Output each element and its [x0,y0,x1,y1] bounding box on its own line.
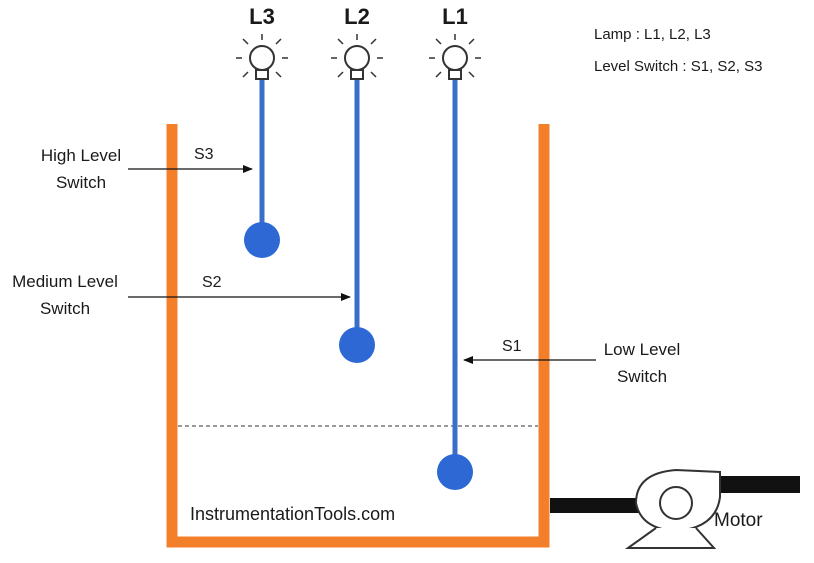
lamp-label-l3: L3 [249,4,275,29]
motor-pump-icon [624,468,721,549]
lamp-bulb-icon [429,34,481,80]
switch-tag-s1: S1 [502,338,522,355]
medium-level-switch-line1: Medium Level [12,272,118,291]
high-level-switch-label: High Level Switch [30,142,132,196]
high-level-switch-line2: Switch [55,173,107,192]
outlet-pipe [550,498,640,513]
motor-label: Motor [714,510,763,531]
lamp-bulb-icon [236,34,288,80]
low-level-switch-line2: Switch [616,367,668,386]
legend-lamps: Lamp : L1, L2, L3 [594,26,711,43]
lamp-label-l2: L2 [344,4,370,29]
discharge-pipe [718,476,800,493]
float-switch-icon [437,80,473,490]
tank [166,124,550,548]
low-level-switch-label: Low Level Switch [592,336,692,390]
float-switch-icon [244,80,280,258]
medium-level-switch-label: Medium Level Switch [0,268,130,322]
medium-level-switch-line2: Switch [39,299,91,318]
legend-switches: Level Switch : S1, S2, S3 [594,58,763,75]
brand-text: InstrumentationTools.com [190,504,396,524]
float-switch-icon [339,80,375,363]
high-level-switch-line1: High Level [40,146,122,165]
lamp-label-l1: L1 [442,4,468,29]
lamp-bulb-icon [331,34,383,80]
switch-tag-s3: S3 [194,146,214,163]
low-level-switch-line1: Low Level [603,340,681,359]
switch-tag-s2: S2 [202,274,222,291]
